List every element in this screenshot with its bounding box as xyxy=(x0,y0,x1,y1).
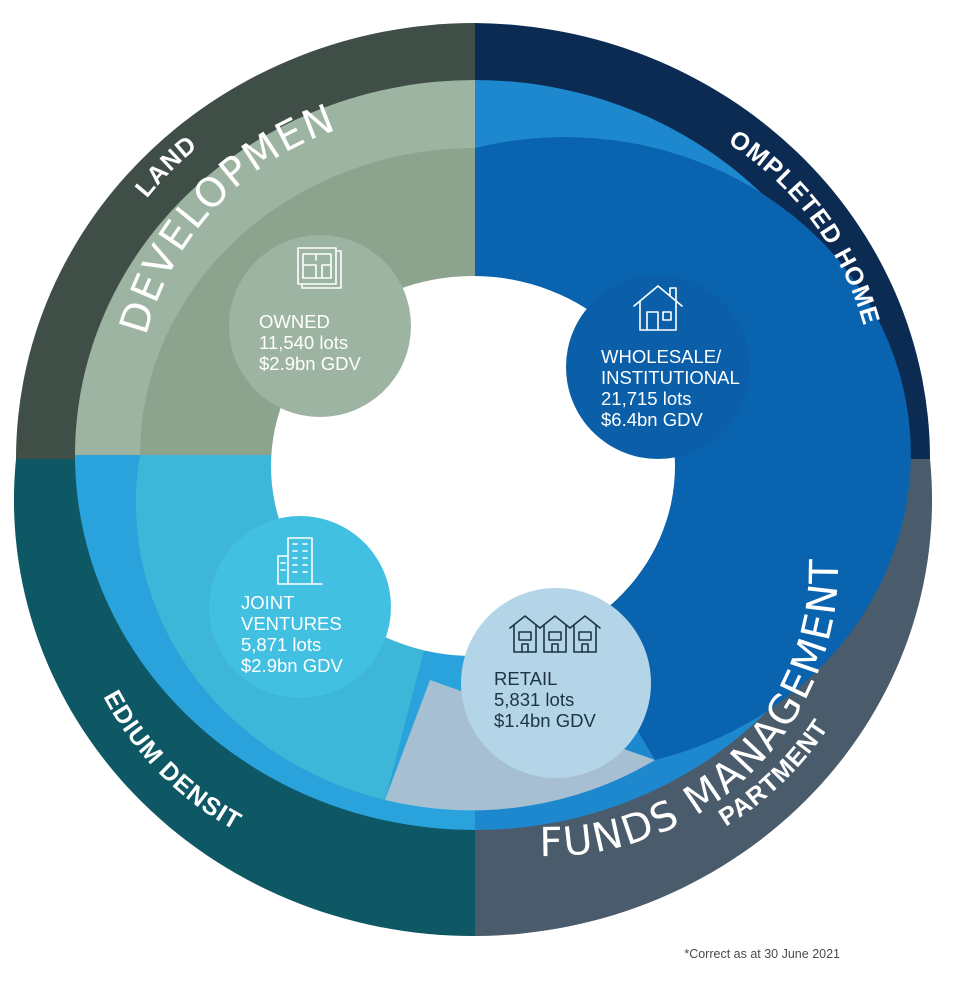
jv-title-2: VENTURES xyxy=(241,613,342,634)
retail-lots: 5,831 lots xyxy=(494,689,574,710)
owned-bubble: OWNED 11,540 lots $2.9bn GDV xyxy=(229,235,411,417)
building-icon xyxy=(277,537,323,585)
footnote: *Correct as at 30 June 2021 xyxy=(684,947,840,961)
blueprint-icon xyxy=(297,247,342,289)
owned-gdv: $2.9bn GDV xyxy=(259,353,361,374)
wholesale-title-1: WHOLESALE/ xyxy=(601,346,722,367)
owned-title: OWNED xyxy=(259,311,330,332)
house-icon xyxy=(633,285,683,331)
wholesale-gdv: $6.4bn GDV xyxy=(601,409,703,430)
retail-gdv: $1.4bn GDV xyxy=(494,710,596,731)
wholesale-bubble: WHOLESALE/ INSTITUTIONAL 21,715 lots $6.… xyxy=(566,275,750,459)
jv-title-1: JOINT xyxy=(241,592,294,613)
owned-lots: 11,540 lots xyxy=(259,332,348,353)
jv-gdv: $2.9bn GDV xyxy=(241,655,343,676)
joint-ventures-bubble: JOINT VENTURES 5,871 lots $2.9bn GDV xyxy=(209,516,391,698)
wholesale-title-2: INSTITUTIONAL xyxy=(601,367,740,388)
retail-title: RETAIL xyxy=(494,668,557,689)
jv-lots: 5,871 lots xyxy=(241,634,321,655)
townhouses-icon xyxy=(509,615,601,653)
wholesale-lots: 21,715 lots xyxy=(601,388,692,409)
retail-bubble: RETAIL 5,831 lots $1.4bn GDV xyxy=(461,588,651,778)
